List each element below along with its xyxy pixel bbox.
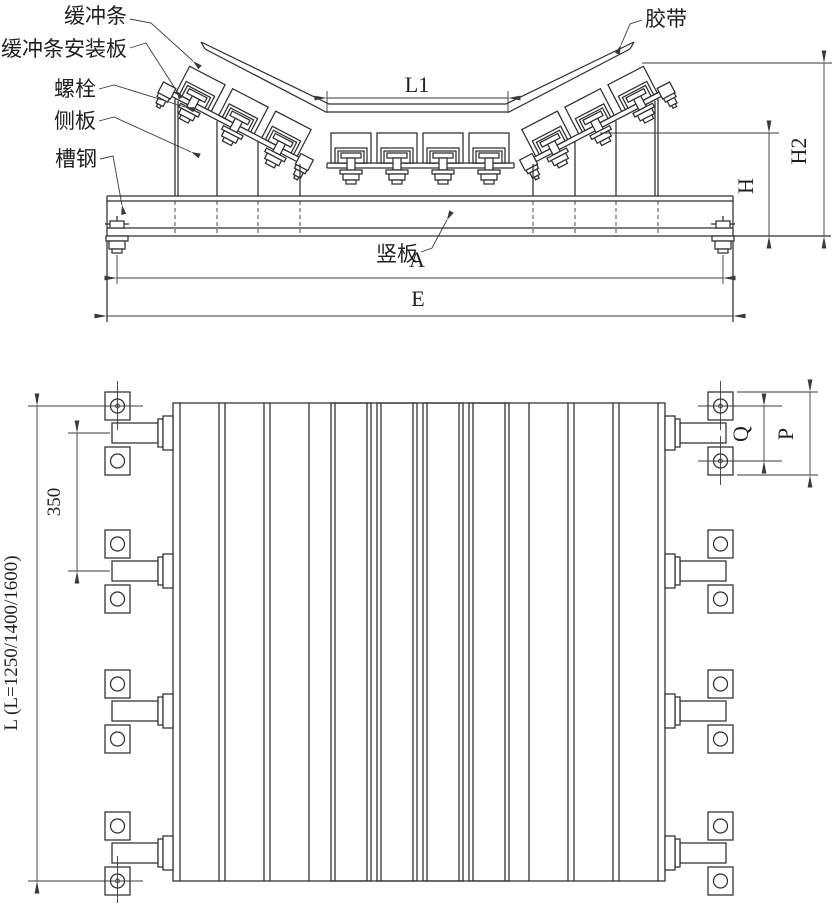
center-strip-section — [326, 132, 515, 185]
label-side-plate: 侧板 — [54, 109, 96, 133]
dim-h: H — [600, 120, 779, 249]
leader-bolt — [98, 84, 195, 113]
plan-view: L (L=1250/1400/1600) 350 Q P — [1, 379, 818, 903]
label-buffer-strip: 缓冲条 — [64, 4, 127, 28]
leader-vertical-plate — [420, 210, 454, 253]
dim-label-a: A — [409, 247, 425, 272]
dim-q: Q — [728, 393, 767, 474]
dim-h2: H2 — [642, 50, 832, 249]
part-labels: 缓冲条 缓冲条安装板 螺栓 侧板 槽钢 竖板 胶带 — [1, 4, 687, 266]
label-mounting-plate: 缓冲条安装板 — [1, 37, 127, 61]
front-view: L1 A E H H2 缓冲条 缓冲条安 — [1, 4, 832, 322]
leader-side-plate — [98, 116, 201, 159]
label-belt: 胶带 — [645, 7, 687, 31]
dim-label-350: 350 — [44, 488, 65, 517]
label-channel-steel: 槽钢 — [55, 147, 97, 171]
centerline-marks — [28, 381, 782, 903]
dim-label-e: E — [411, 286, 424, 311]
dim-350: 350 — [44, 420, 110, 584]
label-bolt: 螺栓 — [54, 77, 96, 101]
dim-label-h2: H2 — [786, 138, 811, 165]
bed-body — [172, 402, 666, 882]
dim-p: P — [737, 379, 818, 488]
dim-l: L (L=1250/1400/1600) — [1, 393, 40, 894]
side-assembly-right — [508, 59, 681, 234]
label-vertical-plate: 竖板 — [376, 242, 418, 266]
dim-label-l1: L1 — [405, 72, 429, 97]
channel-steel-beam — [106, 195, 831, 322]
leader-belt — [614, 19, 643, 55]
dim-a: A — [104, 247, 736, 284]
plan-right-strip-group — [528, 403, 659, 881]
dim-label-h: H — [733, 178, 758, 194]
dim-label-q: Q — [728, 426, 753, 442]
belt-outline — [200, 41, 635, 113]
leader-channel-steel — [99, 155, 127, 215]
dim-e: E — [94, 286, 746, 319]
leader-mounting-plate — [129, 42, 184, 100]
dim-label-p: P — [773, 428, 798, 440]
dim-l1: L1 — [314, 72, 521, 113]
plan-left-strip-group — [179, 403, 310, 881]
plan-middle-strips — [330, 402, 510, 882]
dim-label-l: L (L=1250/1400/1600) — [1, 555, 22, 730]
leader-buffer-strip — [129, 18, 202, 70]
